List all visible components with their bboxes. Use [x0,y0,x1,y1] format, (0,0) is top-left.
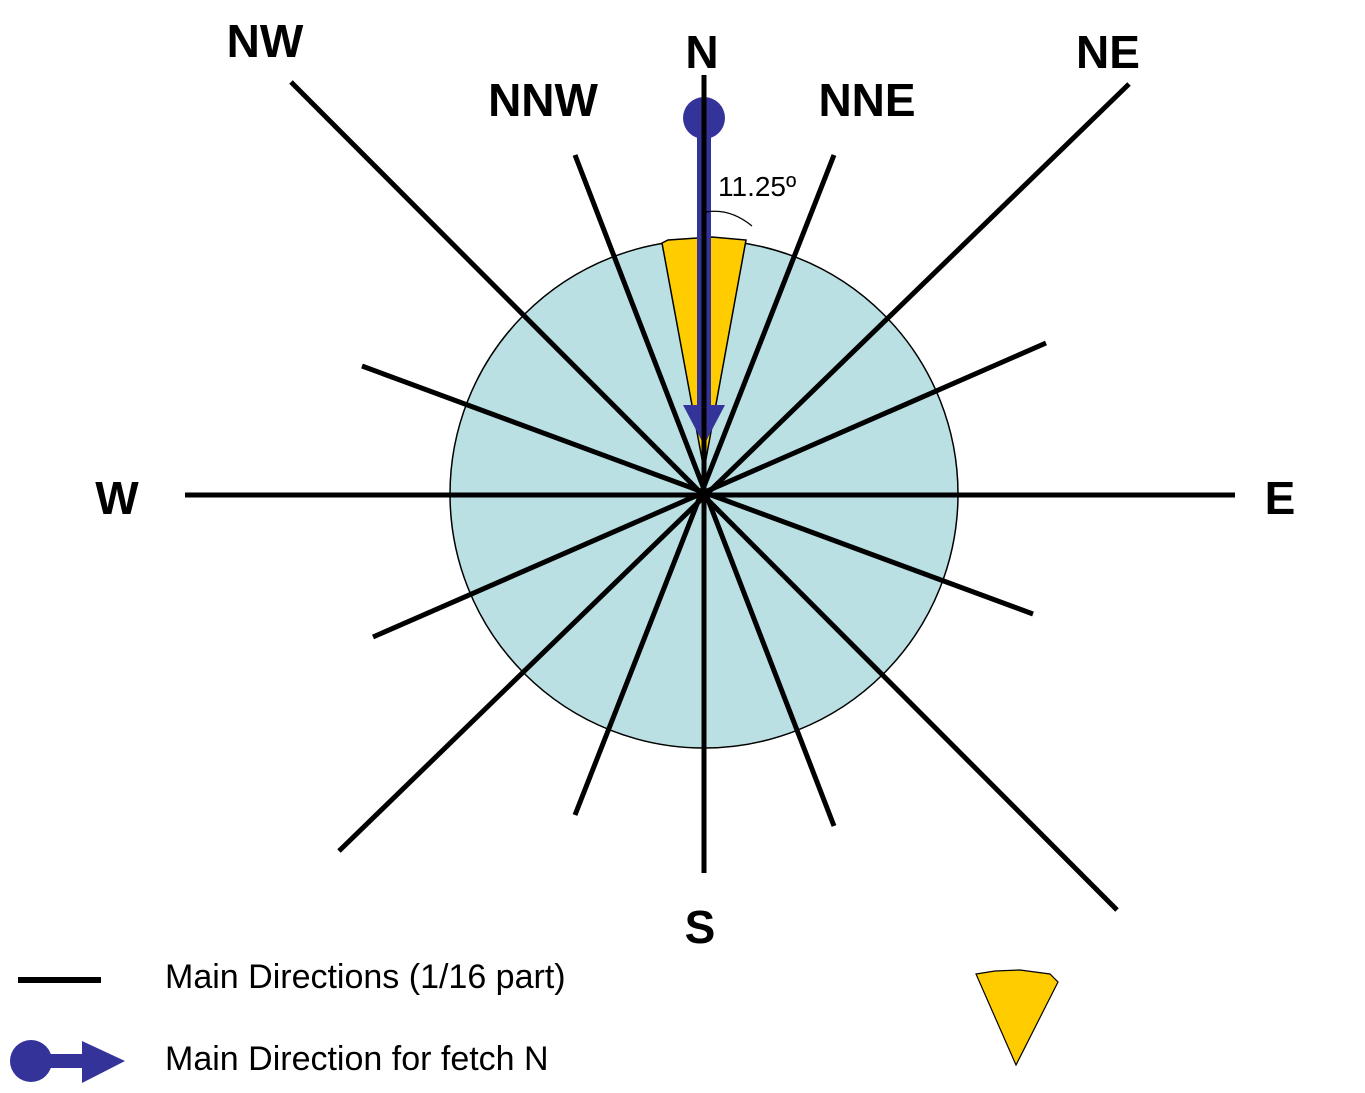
legend-main-direction-fetch: Main Direction for fetch N [165,1040,549,1078]
label-nne: NNE [818,74,915,126]
legend-arrow-icon [10,1040,125,1083]
label-ne: NE [1076,26,1140,78]
fetch-arrow [683,75,725,494]
label-nw: NW [227,15,304,67]
label-e: E [1265,472,1296,524]
legend-sector-icon [975,969,1059,1067]
label-s: S [685,901,716,953]
line-wnw-ese [361,363,1034,617]
angle-arc [705,210,753,227]
label-w: W [95,472,139,524]
line-ene-wsw [371,340,1048,640]
angle-label: 11.25º [718,171,796,202]
label-n: N [685,26,718,78]
line-ne-sw [337,82,1131,853]
legend: Main Directions (1/16 part) Main Directi… [10,958,1059,1083]
label-nnw: NNW [488,74,598,126]
legend-main-directions: Main Directions (1/16 part) [165,958,566,996]
